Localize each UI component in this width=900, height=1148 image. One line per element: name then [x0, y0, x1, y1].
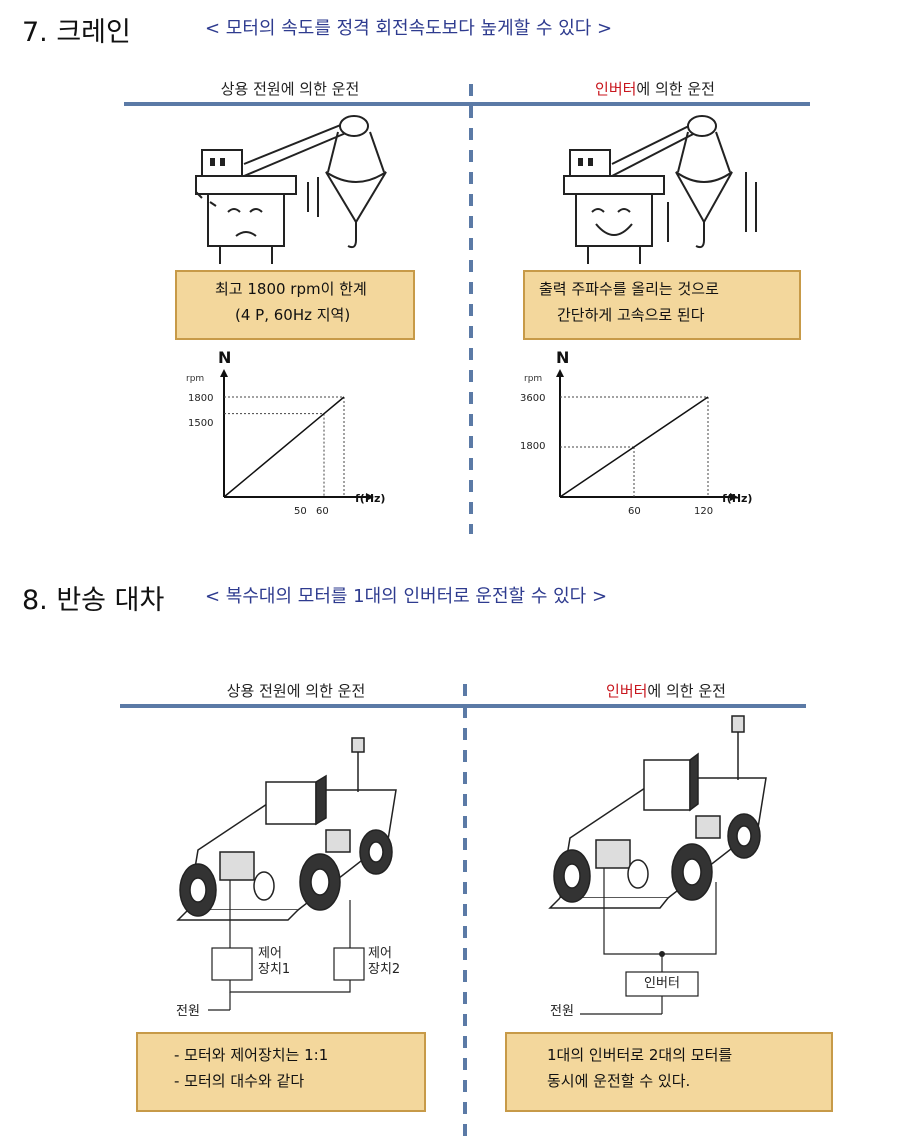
y-axis-arrow: [556, 369, 564, 377]
left-column-heading: 상용 전원에 의한 운전: [220, 80, 360, 98]
note-line: - 모터와 제어장치는 1:1: [174, 1046, 329, 1064]
left-note-box: 최고 1800 rpm이 한계 (4 P, 60Hz 지역): [175, 270, 415, 340]
label-line: 장치2: [368, 962, 401, 977]
label-line: 장치1: [258, 962, 291, 977]
controller1-label: 제어 장치1: [258, 946, 290, 978]
label-line: 제어: [258, 946, 282, 961]
heading-rest: 에 의한 운전: [647, 682, 726, 700]
x-tick: 60: [628, 506, 641, 517]
speed-chart-inverter: N rpm f(Hz) 3600 1800 60 120: [520, 348, 752, 517]
chart-title: N: [218, 348, 231, 367]
column-divider: [469, 84, 473, 534]
y-tick: 1500: [188, 418, 213, 429]
inverter-accent: 인버터: [595, 80, 637, 98]
y-tick: 1800: [188, 393, 213, 404]
x-tick: 60: [316, 506, 329, 517]
top-rule: [124, 102, 810, 106]
x-tick: 120: [694, 506, 713, 517]
y-tick: 3600: [520, 393, 545, 404]
crane-happy-illustration: [563, 115, 757, 264]
heading-rest: 에 의한 운전: [636, 80, 715, 98]
power-label-right: 전원: [550, 1004, 574, 1019]
speed-line: [223, 396, 345, 498]
speed-chart-commercial: N rpm f(Hz) 1800 1500 50 60: [186, 348, 385, 517]
crane-worried-illustration: [195, 115, 387, 264]
y-axis-label: rpm: [524, 374, 542, 384]
power-label-left: 전원: [176, 1004, 200, 1019]
y-axis-arrow: [220, 369, 228, 377]
right-note-box-2: 1대의 인버터로 2대의 모터를 동시에 운전할 수 있다.: [505, 1032, 833, 1112]
cart-commercial-illustration: [176, 737, 397, 1011]
note-line: - 모터의 대수와 같다: [174, 1072, 305, 1090]
column-divider-2: [463, 684, 467, 1144]
note-line: 출력 주파수를 올리는 것으로: [539, 280, 719, 298]
label-line: 제어: [368, 946, 392, 961]
left-column-heading-2: 상용 전원에 의한 운전: [226, 682, 366, 700]
right-note-box: 출력 주파수를 올리는 것으로 간단하게 고속으로 된다: [523, 270, 801, 340]
chart-title: N: [556, 348, 569, 367]
note-line: 최고 1800 rpm이 한계: [215, 280, 367, 298]
inverter-label: 인버터: [644, 976, 680, 991]
speed-line: [559, 396, 709, 498]
section-title-crane: 7. 크레인: [22, 17, 131, 48]
right-column-heading: 인버터에 의한 운전: [515, 78, 795, 99]
note-line: 1대의 인버터로 2대의 모터를: [547, 1046, 733, 1064]
y-tick: 1800: [520, 441, 545, 452]
note-line: (4 P, 60Hz 지역): [235, 306, 351, 324]
section-subtitle-crane: < 모터의 속도를 정격 회전속도보다 높게할 수 있다 >: [205, 18, 613, 39]
note-line: 간단하게 고속으로 된다: [557, 306, 705, 324]
note-line: 동시에 운전할 수 있다.: [547, 1072, 691, 1090]
right-column-heading-2: 인버터에 의한 운전: [526, 680, 806, 701]
x-axis-label: f(Hz): [722, 492, 752, 505]
section-title-cart: 8. 반송 대차: [22, 585, 165, 616]
left-note-box-2: - 모터와 제어장치는 1:1 - 모터의 대수와 같다: [136, 1032, 426, 1112]
inverter-accent: 인버터: [606, 682, 648, 700]
x-axis-arrow: [366, 493, 374, 501]
controller2-label: 제어 장치2: [368, 946, 400, 978]
x-tick: 50: [294, 506, 307, 517]
x-axis-arrow: [730, 493, 738, 501]
y-axis-label: rpm: [186, 374, 204, 384]
section-subtitle-cart: < 복수대의 모터를 1대의 인버터로 운전할 수 있다 >: [205, 586, 608, 607]
cart-inverter-illustration: [548, 715, 767, 1015]
